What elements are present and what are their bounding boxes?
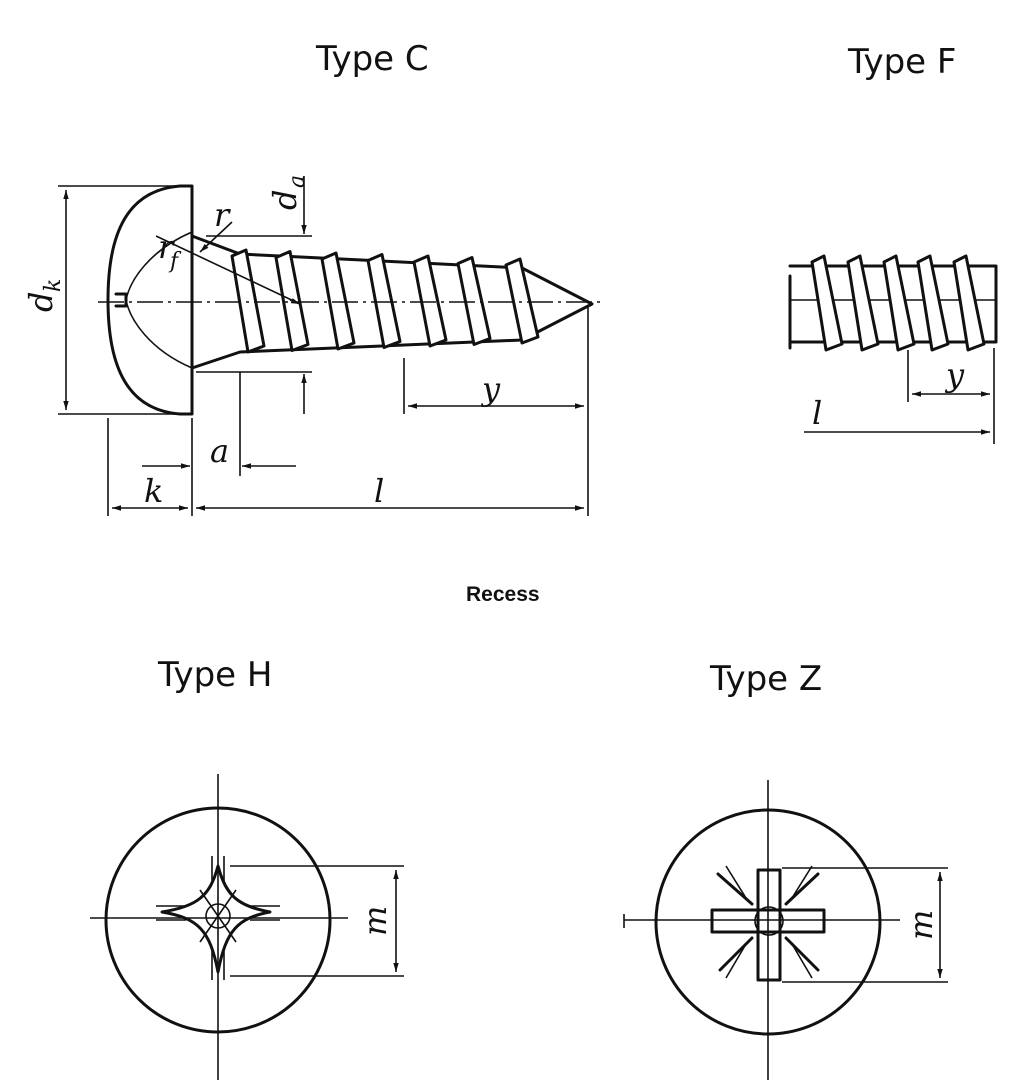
svg-text:m: m bbox=[356, 906, 394, 936]
svg-text:m: m bbox=[902, 910, 940, 940]
thread-crests bbox=[230, 248, 540, 354]
type-f-l-label: l bbox=[812, 394, 822, 432]
type-c-screw-drawing: d k d a r r f a k bbox=[22, 175, 600, 516]
recess-heading: Recess bbox=[466, 583, 540, 606]
l-label: l bbox=[374, 472, 384, 510]
svg-text:a: a bbox=[285, 175, 310, 188]
type-h-title: Type H bbox=[157, 655, 272, 695]
rf-label: r f bbox=[158, 228, 182, 274]
thread-crest bbox=[846, 254, 880, 352]
y-label: y bbox=[480, 370, 501, 408]
thread-crest bbox=[810, 254, 844, 352]
svg-text:d: d bbox=[266, 190, 304, 210]
type-z-recess-drawing: m bbox=[623, 780, 948, 1080]
type-f-y-label: y bbox=[944, 356, 965, 394]
type-f-title: Type F bbox=[847, 42, 956, 82]
thread-crest bbox=[504, 257, 540, 345]
type-f-screw-drawing: l y bbox=[788, 254, 998, 444]
thread-crest bbox=[952, 254, 986, 352]
svg-text:d: d bbox=[22, 292, 60, 312]
dk-label: d k bbox=[22, 279, 66, 312]
type-h-m-label: m bbox=[356, 906, 394, 936]
da-label: d a bbox=[266, 175, 310, 210]
type-f-thread-crests bbox=[810, 254, 986, 352]
type-z-title: Type Z bbox=[709, 659, 822, 699]
thread-crest bbox=[456, 256, 492, 346]
thread-crest bbox=[882, 254, 916, 352]
r-label: r bbox=[214, 196, 231, 234]
a-label: a bbox=[210, 432, 229, 470]
type-z-m-label: m bbox=[902, 910, 940, 940]
type-h-recess-drawing: m bbox=[90, 774, 404, 1080]
thread-crest bbox=[320, 251, 356, 351]
svg-text:f: f bbox=[168, 249, 182, 274]
type-c-title: Type C bbox=[315, 39, 429, 79]
screw-head bbox=[106, 184, 194, 416]
thread-crest bbox=[230, 248, 266, 354]
thread-crest bbox=[412, 254, 448, 348]
svg-text:r: r bbox=[158, 228, 175, 266]
k-label: k bbox=[144, 472, 163, 510]
thread-crest bbox=[916, 254, 950, 352]
thread-crest bbox=[366, 253, 402, 349]
svg-text:k: k bbox=[41, 279, 66, 292]
